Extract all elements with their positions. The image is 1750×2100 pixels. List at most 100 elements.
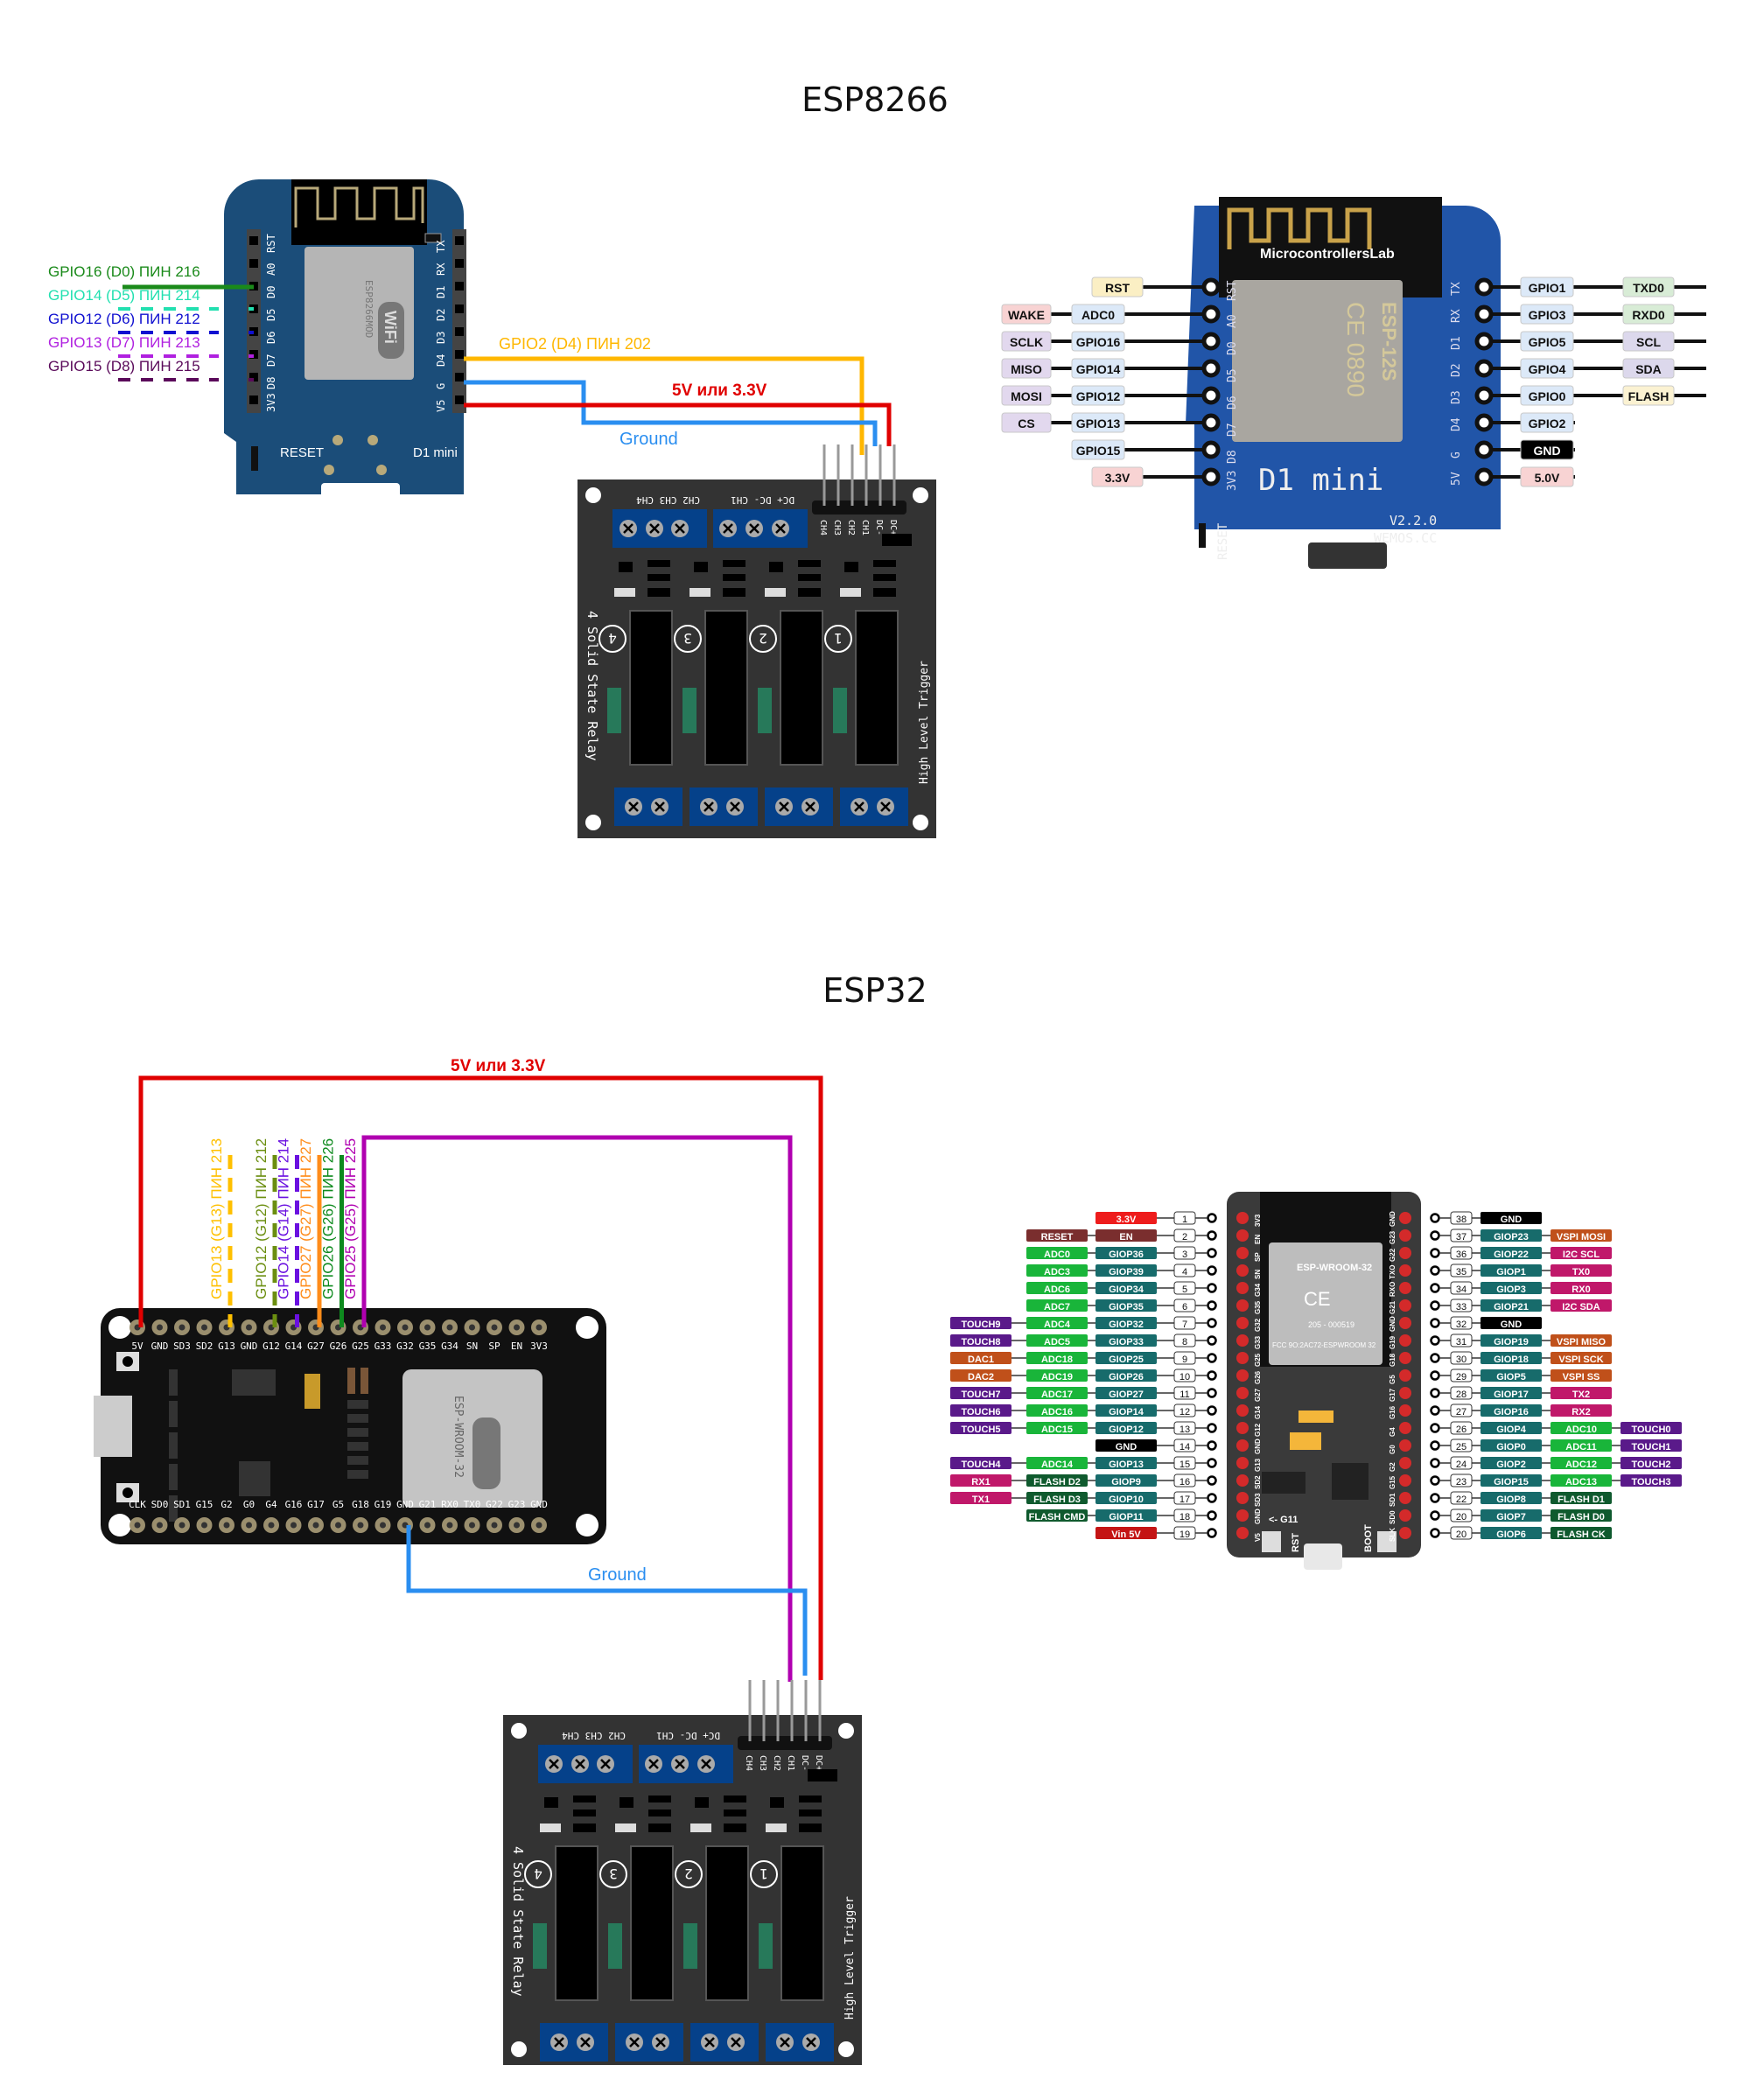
pin-label: ADC4 <box>1044 1320 1071 1330</box>
top-pin-label: GND <box>241 1340 258 1352</box>
pin-number-box <box>1450 1526 1473 1540</box>
pin-number: 5 <box>1182 1284 1187 1295</box>
pin-number: 28 <box>1456 1390 1466 1400</box>
header-pin-label: CH4 <box>818 520 828 536</box>
pad <box>324 465 334 475</box>
pin-circle <box>1207 1388 1217 1398</box>
pin-circle <box>1207 1405 1217 1416</box>
pin-label: GND <box>1116 1442 1138 1452</box>
smd-part <box>347 1400 368 1409</box>
pin-label-tag <box>1026 1404 1088 1417</box>
pin-number-box <box>1173 1438 1196 1452</box>
pin-number-box <box>1450 1228 1473 1242</box>
pin-circle <box>1430 1440 1440 1451</box>
terminal-block <box>614 788 682 826</box>
board-pad <box>1236 1492 1249 1504</box>
pin-number-box <box>1450 1351 1473 1365</box>
pin-label-tag <box>1026 1229 1088 1242</box>
header-pin-label: CH3 <box>832 520 842 536</box>
pin-circle <box>1430 1248 1440 1258</box>
pin-label: TOUCH0 <box>1631 1424 1670 1435</box>
pin-label: GIOP8 <box>1496 1494 1526 1505</box>
smd-part <box>873 574 896 581</box>
top-pin-label: G26 <box>330 1340 347 1352</box>
pin-label-tag <box>1026 1387 1088 1399</box>
board-pad <box>1399 1299 1411 1312</box>
board-pin-label: RXO <box>1389 1282 1396 1297</box>
pin-number: 11 <box>1180 1390 1189 1400</box>
header-pin-hole <box>246 1324 252 1331</box>
pin-number-box <box>1173 1316 1196 1330</box>
board-pad <box>1236 1352 1249 1364</box>
channel-number-ring <box>824 625 852 653</box>
ssr-body <box>704 610 748 766</box>
pin-function-tag <box>1071 358 1125 379</box>
led <box>690 588 710 597</box>
smd-part <box>723 588 746 597</box>
pin-label: RX0 <box>1572 1284 1590 1295</box>
pin-label-tag <box>1550 1299 1612 1312</box>
pin-hole <box>1201 413 1221 432</box>
fcc-label: FCC 9O:2AC72-ESPWROOM 32 <box>1272 1341 1376 1349</box>
pin-label: GIOP9 <box>1111 1477 1141 1488</box>
smd-part <box>723 560 746 567</box>
pin-label: GIOP12 <box>1109 1424 1144 1435</box>
pin-label: VSPI SS <box>1563 1372 1600 1382</box>
pin-label: ADC14 <box>1041 1460 1074 1470</box>
pin-circle <box>1207 1493 1217 1503</box>
smd-part <box>873 588 896 597</box>
pin-alt-function-tag <box>1001 385 1052 406</box>
board-pad <box>1236 1282 1249 1294</box>
pin-function: ADC0 <box>1082 308 1115 322</box>
pin-label: GIOP36 <box>1109 1250 1144 1260</box>
reset-button <box>1199 523 1206 548</box>
board-pin-label: G26 <box>1254 1370 1262 1384</box>
ce-mark: CE <box>1304 1288 1331 1310</box>
screw-cross <box>806 2037 816 2048</box>
pin-alt-function-tag <box>1001 331 1052 352</box>
board-pin-label: GND <box>1389 1211 1396 1227</box>
ssr-body <box>555 1845 598 2001</box>
pin-label-tag <box>1480 1404 1542 1417</box>
pin-label-tag <box>1096 1387 1157 1399</box>
pin-circle <box>1430 1213 1440 1223</box>
pin-circle <box>1207 1335 1217 1346</box>
pin-alt-function-tag <box>1001 304 1052 325</box>
pin-label: GIOP14 <box>1109 1407 1144 1418</box>
board-pin-label: SP <box>1254 1252 1262 1262</box>
pin-label: GIOP35 <box>1109 1302 1144 1312</box>
pin-function: 5.0V <box>1535 471 1560 485</box>
module-label: ESP-12S <box>1378 302 1400 382</box>
smd-part <box>799 1824 822 1832</box>
esp12s-module <box>1232 280 1403 442</box>
pin-hole <box>1201 304 1221 324</box>
pin-label: ADC5 <box>1044 1337 1070 1348</box>
pin-label: TOUCH1 <box>1631 1442 1670 1452</box>
smd-part <box>769 562 783 572</box>
pin-alt-function: TXD0 <box>1633 281 1664 295</box>
screw-cross <box>575 1759 585 1769</box>
header-pin-label: DC- <box>800 1755 809 1771</box>
pin-number-box <box>1450 1438 1473 1452</box>
pin-number-box <box>1173 1491 1196 1505</box>
board-pad <box>1236 1457 1249 1469</box>
top-pin-label: G34 <box>441 1340 458 1352</box>
screw-cross <box>730 802 740 812</box>
pin-label-tag <box>1096 1212 1157 1224</box>
top-terminal-label: DC+ DC- CH1 <box>656 1730 720 1741</box>
resistor <box>360 1368 368 1394</box>
pin-function-tag <box>1091 276 1144 298</box>
bottom-pin-label: G2 <box>220 1499 232 1510</box>
pin-function-tag <box>1071 331 1125 352</box>
pin-label-tag <box>1026 1282 1088 1294</box>
board-pin-label: TX <box>1450 282 1463 296</box>
pin-label: GIOP39 <box>1109 1267 1144 1278</box>
smd-part <box>347 1442 368 1451</box>
pin-label-tag <box>1550 1369 1612 1382</box>
pin-label: D2 <box>435 309 447 321</box>
pin-label-tag <box>1096 1369 1157 1382</box>
pin-circle <box>1430 1528 1440 1538</box>
board-pad <box>1399 1527 1411 1539</box>
